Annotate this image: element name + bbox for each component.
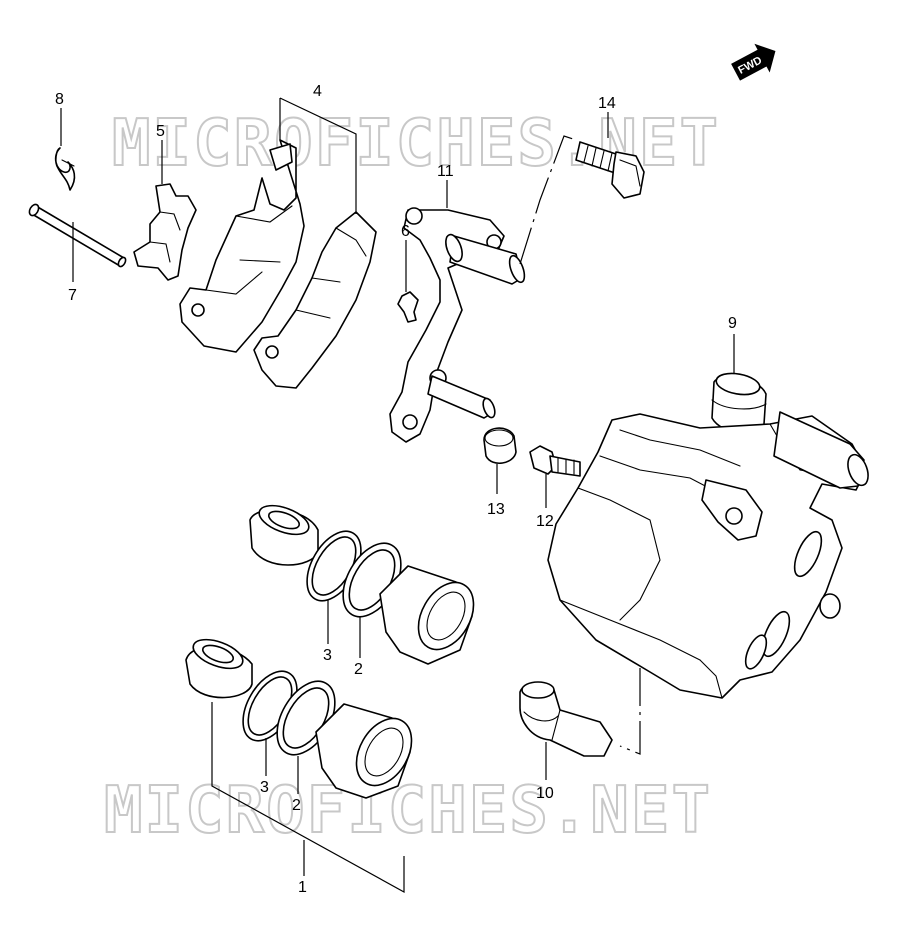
callout-11: 11 bbox=[437, 163, 454, 180]
callout-12: 12 bbox=[536, 513, 554, 530]
leader-4-right bbox=[279, 97, 357, 214]
callout-8: 8 bbox=[55, 91, 64, 108]
part-9-boot bbox=[711, 372, 767, 434]
part-8-clip bbox=[54, 147, 76, 191]
leader-14-dashed bbox=[519, 135, 577, 265]
part-5-pad-spring bbox=[133, 183, 197, 281]
caliper-body bbox=[547, 411, 869, 699]
part-7-pin bbox=[28, 203, 127, 268]
upper-piston-assembly bbox=[249, 504, 475, 665]
callout-9: 9 bbox=[728, 315, 737, 332]
callout-7: 7 bbox=[68, 287, 77, 304]
callout-10: 10 bbox=[536, 785, 554, 802]
part-10-slide-pin bbox=[519, 681, 613, 757]
part-6-clip bbox=[397, 291, 419, 323]
part-14-bolt bbox=[575, 141, 645, 199]
callout-4: 4 bbox=[313, 83, 322, 100]
callout-13: 13 bbox=[487, 501, 505, 518]
part-13-cap bbox=[483, 427, 517, 464]
callout-14: 14 bbox=[598, 95, 616, 112]
watermark-bottom: MICROFICHES.NET bbox=[104, 774, 712, 848]
part-12-bleeder bbox=[529, 445, 581, 477]
leader-10-dashed bbox=[619, 668, 641, 755]
callout-3-lower: 3 bbox=[260, 779, 269, 796]
callout-1: 1 bbox=[298, 879, 307, 896]
callout-2-lower: 2 bbox=[292, 797, 301, 814]
callout-2-upper: 2 bbox=[354, 661, 363, 678]
callout-5: 5 bbox=[156, 123, 165, 140]
lower-piston-assembly bbox=[185, 638, 413, 799]
part-11-bracket bbox=[389, 207, 526, 443]
leader-1-bracket bbox=[211, 702, 405, 894]
callout-6: 6 bbox=[401, 223, 410, 240]
part-4-brake-pads bbox=[179, 139, 377, 389]
callout-3-upper: 3 bbox=[323, 647, 332, 664]
fwd-arrow-icon: FWD bbox=[731, 43, 776, 81]
